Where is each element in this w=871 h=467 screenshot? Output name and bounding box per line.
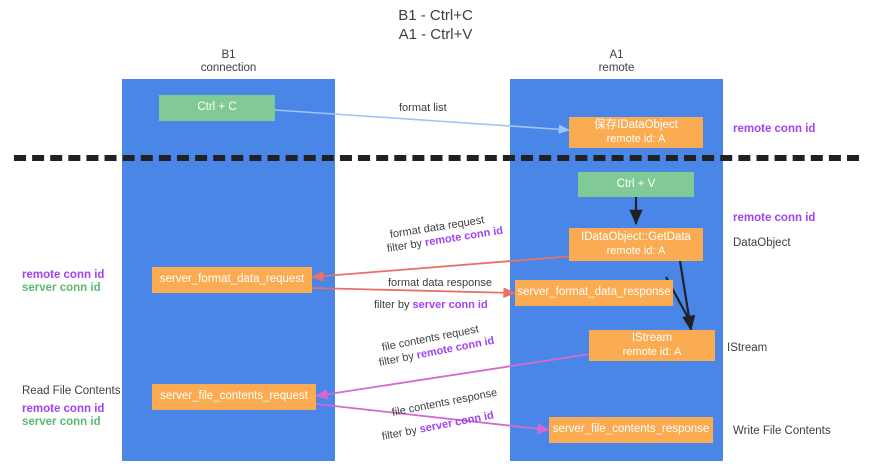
box-server-file-contents-response[interactable]: server_file_contents_response [549,417,713,443]
box-save-idataobject[interactable]: 保存IDataObject remote id: A [569,117,703,148]
label-istream: IStream [727,342,768,354]
lane-header-a1: A1 remote [510,49,723,75]
box-server-file-contents-request-label: server_file_contents_request [160,390,308,403]
section-divider [14,155,859,161]
filter-key-2: server conn id [412,299,488,311]
label-read-file-contents: Read File Contents [22,385,121,397]
box-server-format-data-request-label: server_format_data_request [159,273,305,286]
box-ctrl-c[interactable]: Ctrl + C [159,95,275,121]
filter-key-4: server conn id [418,409,495,436]
box-save-idataobject-line1: 保存IDataObject [594,119,678,131]
box-ctrl-v-label: Ctrl + V [616,177,656,190]
box-server-format-data-response[interactable]: server_format_data_response [515,280,673,306]
filter-by-text-2: filter by [374,299,413,311]
box-getdata-line2: remote id: A [606,244,666,257]
box-server-format-data-response-label: server_format_data_response [517,286,671,299]
box-getdata[interactable]: IDataObject::GetData remote id: A [569,228,703,261]
box-ctrl-v[interactable]: Ctrl + V [578,172,694,197]
box-getdata-line1: IDataObject::GetData [581,231,691,243]
lane-a1-sub: remote [598,62,635,74]
page-title: B1 - Ctrl+C A1 - Ctrl+V [0,6,871,44]
label-left-remote-conn-id-2: remote conn id [22,403,105,415]
lane-a1-name: A1 [609,49,624,61]
title-line-1: B1 - Ctrl+C [398,7,473,24]
box-istream-line1: IStream [631,332,673,344]
edge-label-format-data-response-line2: filter by server conn id [374,298,488,312]
lane-b1-name: B1 [221,49,236,61]
label-left-server-conn-id-1: server conn id [22,282,101,294]
box-server-file-contents-request[interactable]: server_file_contents_request [152,384,316,410]
box-save-idataobject-line2: remote id: A [606,132,666,145]
lane-header-b1: B1 connection [122,49,335,75]
box-istream[interactable]: IStream remote id: A [589,330,715,361]
label-data-object: DataObject [733,237,791,249]
label-left-remote-conn-id-1: remote conn id [22,269,105,281]
lane-b1-sub: connection [200,62,257,74]
label-remote-conn-id-top: remote conn id [733,123,816,135]
edge-label-format-data-response-line1: format data response [388,277,492,289]
label-remote-conn-id-mid: remote conn id [733,212,816,224]
label-left-server-conn-id-2: server conn id [22,416,101,428]
label-write-file-contents: Write File Contents [733,425,831,437]
box-server-format-data-request[interactable]: server_format_data_request [152,267,312,293]
box-ctrl-c-label: Ctrl + C [197,101,237,114]
box-server-file-contents-response-label: server_file_contents_response [552,423,710,436]
edge-label-format-list: format list [399,102,447,114]
title-line-2: A1 - Ctrl+V [398,26,473,43]
box-istream-line2: remote id: A [622,345,682,358]
filter-by-text-4: filter by [380,423,421,443]
